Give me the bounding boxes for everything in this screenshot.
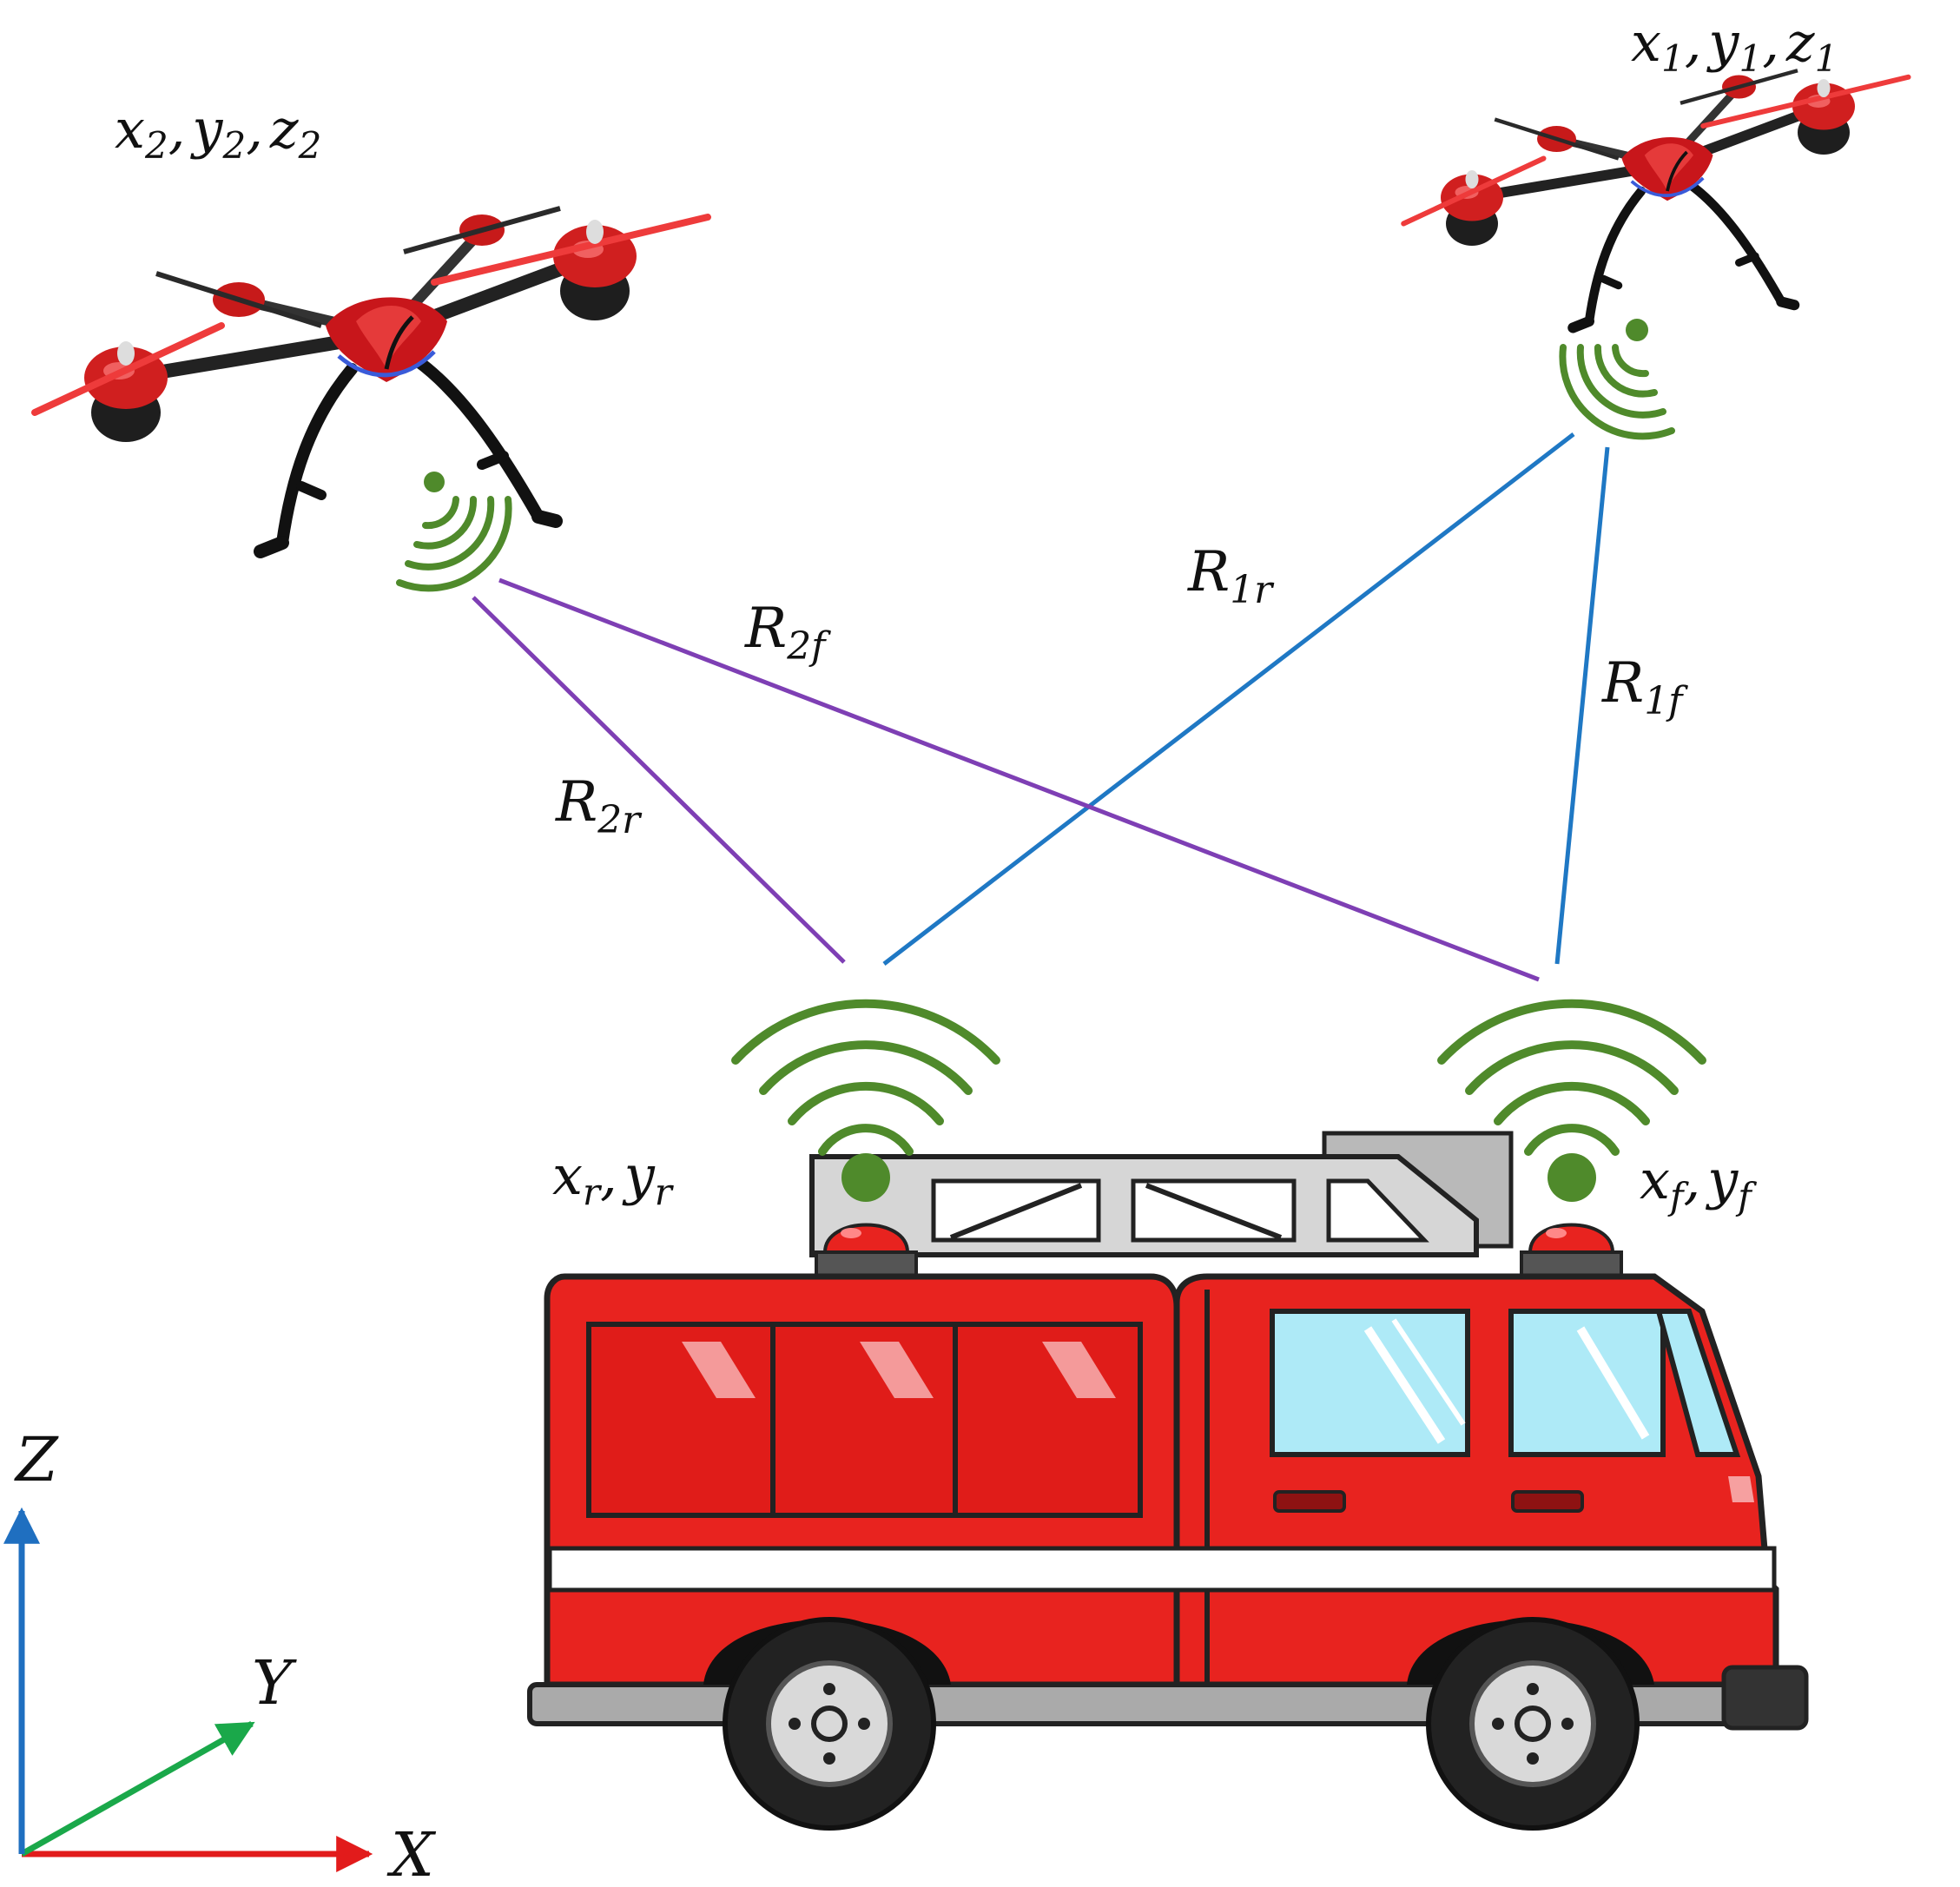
link-line-R1f [1554,446,1610,965]
link-label-R2f: R2f [744,597,831,669]
truck-wheel [723,1617,936,1831]
drone-icon [35,208,708,551]
link-lines [472,432,1610,982]
axis-triad-icon: X Y Z [3,1424,437,1887]
front-antenna-coordinates: xf,yf [1640,1148,1757,1217]
wifi-signal-icon [396,472,512,592]
rear-antenna-coordinates: xr,yr [552,1144,675,1213]
link-line-R1r [882,432,1575,966]
drone-icon [1403,70,1908,327]
drone1-coordinates: x1,y1,z1 [1631,10,1838,80]
truck-wheel [1426,1617,1640,1831]
axis-z-label: Z [14,1424,59,1495]
beacon-light [1520,1223,1623,1280]
axis-y-arrow [20,1720,255,1857]
link-label-R2r: R2r [555,770,643,842]
fire-truck-icon [527,1131,1809,1831]
drone2-coordinates: x2,y2,z2 [115,97,321,167]
truck-ladder [809,1131,1514,1257]
axis-y-label: Y [252,1647,297,1719]
wifi-signal-icon [1559,319,1675,440]
link-label-R1r: R1r [1187,540,1275,612]
link-line-R2f [498,577,1540,982]
link-line-R2r [472,596,846,964]
beacon-light [815,1223,918,1280]
wifi-signal-icon [1437,999,1706,1202]
axis-x-label: X [386,1819,437,1887]
wifi-signal-icon [731,999,1000,1202]
link-label-R1f: R1f [1601,651,1688,723]
